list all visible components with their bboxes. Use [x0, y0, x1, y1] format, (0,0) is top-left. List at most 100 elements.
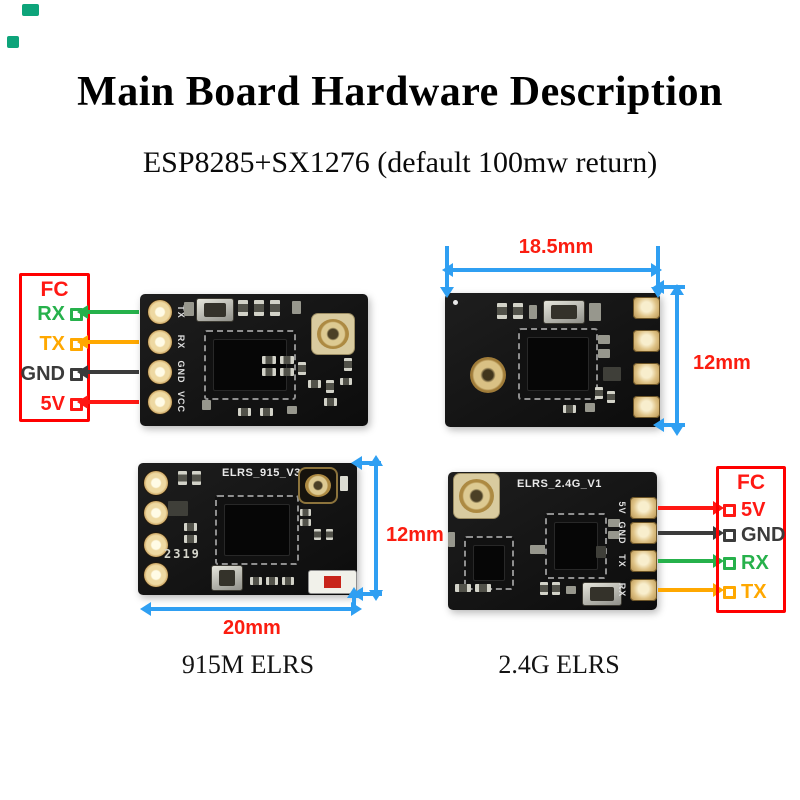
- pad-rx: [630, 579, 657, 601]
- antenna-ufl-connector: [312, 314, 354, 354]
- smd-component: [260, 408, 273, 416]
- width-dimension-arrow: [140, 602, 362, 616]
- caption-915: 915M ELRS: [181, 650, 315, 679]
- smd-component: [298, 362, 306, 375]
- solder-pad: [144, 563, 168, 587]
- antenna-feed-pad: [470, 357, 506, 393]
- dimension-leader-arrow: [351, 456, 381, 470]
- sx1276-chip: [215, 495, 299, 565]
- smd-component: [598, 335, 610, 344]
- smd-component: [340, 476, 348, 491]
- fc-label: FC: [737, 471, 765, 494]
- pad-rx: [148, 330, 172, 354]
- pin-row-tx: TX: [723, 582, 767, 602]
- dimension-leader-arrow: [440, 246, 454, 298]
- crystal-oscillator: [211, 565, 243, 591]
- pin-label: GND: [20, 363, 65, 385]
- board-elrs-915-v3: ELRS_915_V3 2319: [138, 463, 357, 595]
- smd-component: [287, 406, 297, 414]
- smd-component: [326, 380, 334, 393]
- smd-component: [314, 529, 321, 540]
- pad-5v: [630, 497, 657, 519]
- castellated-pad: [633, 363, 660, 385]
- pad-gnd: [148, 360, 172, 384]
- pad-gnd: [630, 522, 657, 544]
- tx-wire-arrow: [77, 335, 139, 349]
- crystal-oscillator: [543, 300, 585, 324]
- pin-label: 5V: [741, 499, 766, 521]
- smd-component: [262, 356, 276, 364]
- board-elrs-24g-v1: ELRS_2.4G_V1 5V GND TX RX: [448, 472, 657, 610]
- rf-chip: [464, 536, 514, 590]
- sx1276-chip: [204, 330, 296, 400]
- board-24g-top-view: [445, 293, 660, 427]
- smd-component: [598, 349, 610, 358]
- height-dimension-label: 12mm: [693, 352, 751, 374]
- width-dimension-label: 20mm: [223, 617, 281, 639]
- caption-24g: 2.4G ELRS: [498, 650, 620, 679]
- smd-component: [254, 300, 264, 316]
- smd-component: [300, 519, 311, 526]
- page-title: Main Board Hardware Description: [77, 69, 723, 115]
- smd-component: [184, 302, 194, 316]
- width-dimension-arrow: [442, 263, 662, 277]
- crystal-oscillator: [196, 298, 234, 322]
- pin-row-gnd: GND: [20, 363, 83, 385]
- smd-component: [608, 519, 620, 527]
- corner-watermark-icon: [7, 36, 19, 48]
- smd-component: [262, 368, 276, 376]
- esp8285-chip: [518, 328, 598, 400]
- pin-row-rx: RX: [723, 553, 769, 573]
- smd-component: [608, 531, 620, 539]
- solder-pad: [144, 501, 168, 525]
- smd-component: [250, 577, 262, 585]
- pad-silk-label: RX: [617, 582, 627, 598]
- silkscreen-model-label: ELRS_2.4G_V1: [517, 478, 602, 490]
- smd-component: [168, 501, 188, 516]
- smd-component: [326, 529, 333, 540]
- fc-pinout-box-right: FC 5V GND RX TX: [716, 466, 786, 613]
- smd-component: [540, 582, 548, 595]
- castellated-pad: [633, 330, 660, 352]
- smd-component: [184, 523, 197, 531]
- smd-component: [530, 545, 546, 554]
- smd-component: [497, 303, 507, 319]
- smd-component: [596, 546, 606, 558]
- pad-silk-label: VCC: [176, 390, 186, 413]
- rx-wire-arrow: [658, 554, 724, 568]
- bind-button: [308, 570, 357, 594]
- smd-component: [280, 368, 294, 376]
- smd-component: [448, 532, 455, 547]
- smd-component: [184, 535, 197, 543]
- pin-square-icon: [723, 529, 736, 542]
- smd-component: [589, 303, 601, 321]
- pin-label: 5V: [40, 393, 65, 415]
- gnd-wire-arrow: [77, 365, 139, 379]
- pin-row-5v: 5V: [723, 499, 766, 521]
- smd-component: [552, 582, 560, 595]
- smd-component: [529, 305, 537, 319]
- smd-component: [595, 387, 603, 399]
- smd-component: [344, 358, 352, 371]
- smd-component: [192, 471, 201, 485]
- smd-component: [585, 403, 595, 412]
- dimension-leader-arrow: [352, 587, 382, 601]
- smd-component: [292, 301, 301, 314]
- pin-square-icon: [723, 557, 736, 570]
- pin-square-icon: [723, 586, 736, 599]
- smd-component: [266, 577, 278, 585]
- fc-pinout-box-left: FC RX TX GND 5V: [19, 273, 90, 422]
- corner-watermark-icon: [22, 4, 39, 16]
- height-dimension-arrow: [369, 455, 383, 601]
- silkscreen-model-label: ELRS_915_V3: [222, 467, 301, 479]
- castellated-pad: [633, 297, 660, 319]
- board-915-top-view: TX RX GND VCC: [140, 294, 368, 426]
- antenna-ufl-connector: [454, 474, 499, 518]
- smd-component: [607, 391, 615, 403]
- antenna-ufl-connector: [300, 469, 336, 502]
- castellated-pad: [633, 396, 660, 418]
- crystal-oscillator: [582, 582, 622, 606]
- pin-label: GND: [741, 524, 786, 546]
- pin-row-gnd: GND: [723, 524, 786, 546]
